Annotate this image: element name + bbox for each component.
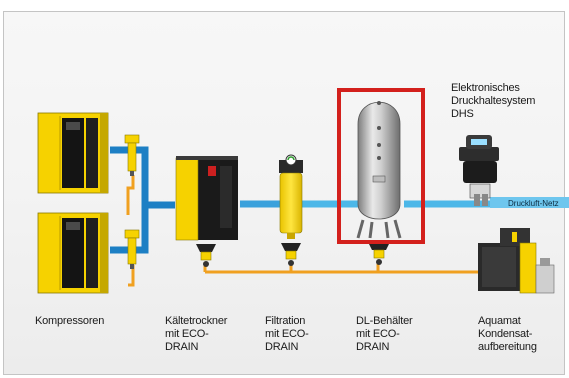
refrigeration-dryer-icon	[175, 156, 238, 241]
condensate-drain-icon	[124, 134, 140, 176]
condensate-treatment-icon	[478, 228, 555, 294]
filtration-label: Filtration mit ECO- DRAIN	[265, 315, 309, 353]
aquamat-label: Aquamat Kondensat- aufbereitung	[478, 315, 537, 353]
vessel-label: DL-Behälter mit ECO- DRAIN	[356, 315, 413, 353]
condensate-drop-comp1	[126, 175, 135, 215]
pipe-compressor-top	[110, 146, 175, 209]
pressure-vessel-icon	[356, 101, 402, 239]
network-pipe-end	[490, 197, 569, 208]
compressor-icon	[37, 212, 109, 294]
dryer-label: Kältetrockner mit ECO- DRAIN	[165, 315, 228, 353]
compressors-label: Kompressoren	[35, 315, 105, 327]
filter-icon	[279, 154, 303, 239]
vessel-highlight-box	[337, 88, 425, 244]
pressure-control-valve-icon	[459, 135, 499, 206]
network-label: Druckluft-Netz	[508, 199, 559, 208]
condensate-drain-icon	[124, 229, 140, 269]
compressor-icon	[37, 112, 109, 194]
condensate-drop-comp2	[128, 265, 135, 287]
condensate-drain-icon	[368, 242, 390, 265]
pipe-compressor-bottom	[110, 205, 149, 254]
condensate-drain-icon	[196, 244, 216, 267]
condensate-drain-icon	[281, 243, 301, 266]
dhs-label: Elektronisches Druckhaltesystem DHS	[451, 82, 536, 120]
